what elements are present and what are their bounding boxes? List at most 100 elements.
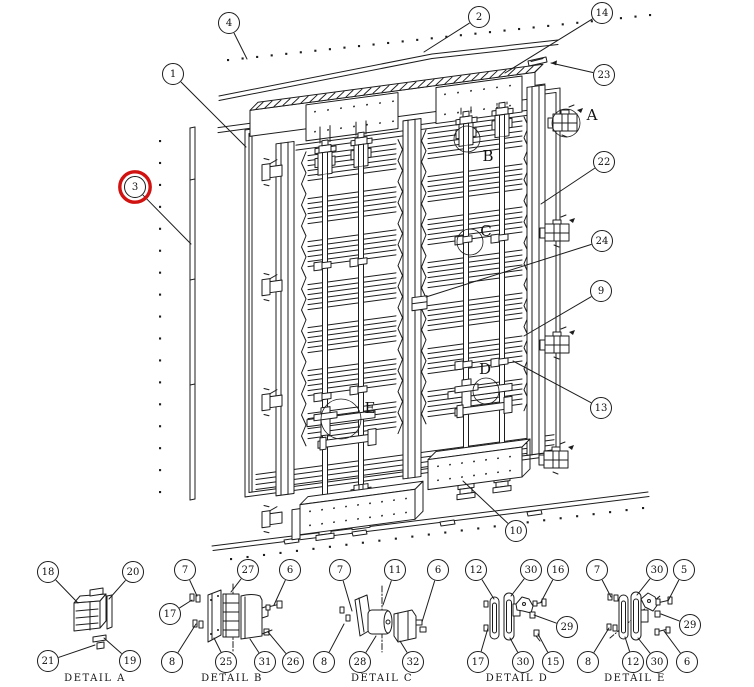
- balloon-circle: [590, 397, 612, 419]
- detail-d-callout-15[interactable]: 15: [537, 633, 564, 673]
- detail-c-callout-32[interactable]: 32: [399, 640, 424, 673]
- detail-d-drawing: [483, 592, 547, 642]
- main-callout-14[interactable]: 14: [504, 2, 613, 74]
- detail-b-label: DETAIL B: [201, 673, 263, 684]
- main-callout-1[interactable]: 1: [162, 63, 247, 148]
- balloon-number: 14: [596, 8, 609, 19]
- detail-a-callout-20[interactable]: 20: [108, 561, 144, 600]
- detail-d-callout-17[interactable]: 17: [467, 627, 489, 673]
- detail-e-callout-30[interactable]: 30: [637, 637, 668, 673]
- detail-b-callout-26[interactable]: 26: [267, 631, 304, 673]
- top-fastener-dot-row: [227, 14, 652, 62]
- cam-handle-assemblies: [306, 378, 513, 451]
- balloon-number: 1: [170, 69, 176, 80]
- balloon-circle: [218, 12, 240, 34]
- main-callout-4[interactable]: 4: [218, 12, 248, 60]
- balloon-number: 9: [598, 286, 604, 297]
- balloon-circle: [254, 651, 276, 673]
- detail-e-callout-6[interactable]: 6: [663, 630, 698, 673]
- balloon-circle: [590, 280, 612, 302]
- detail-b-callout-8[interactable]: 8: [161, 623, 197, 673]
- side-hinge: [539, 214, 575, 248]
- balloon-circle: [505, 520, 527, 542]
- balloon-number: 31: [259, 657, 272, 668]
- main-callout-13[interactable]: 13: [512, 360, 612, 419]
- corrugation-right-door: [421, 116, 529, 425]
- section-letter-D: D: [479, 360, 491, 378]
- balloon-circle: [673, 559, 695, 581]
- detail-d-callout-30[interactable]: 30: [510, 559, 542, 597]
- balloon-number: 8: [169, 657, 175, 668]
- balloon-circle: [512, 651, 534, 673]
- main-callout-2[interactable]: 2: [423, 6, 490, 53]
- door-assembly: [217, 63, 561, 542]
- detail-e-callout-7[interactable]: 7: [586, 559, 612, 598]
- detail-b-drawing: [189, 583, 283, 653]
- balloon-circle: [577, 651, 599, 673]
- balloon-circle: [313, 651, 335, 673]
- detail-e-callout-12[interactable]: 12: [622, 636, 644, 673]
- balloon-circle: [542, 651, 564, 673]
- section-circle-A: [551, 108, 581, 138]
- balloon-number: 3: [132, 182, 138, 193]
- main-callout-23[interactable]: 23: [550, 60, 615, 86]
- balloon-circle: [162, 63, 184, 85]
- balloon-circle: [427, 559, 449, 581]
- balloon-number: 6: [287, 565, 293, 576]
- balloon-number: 6: [684, 657, 690, 668]
- balloon-number: 29: [561, 622, 574, 633]
- main-callout-3[interactable]: 3: [118, 170, 192, 245]
- balloon-circle: [465, 559, 487, 581]
- highlight-ring: [118, 170, 152, 204]
- detail-e-callout-29[interactable]: 29: [660, 613, 701, 636]
- left-fastener-dot-column: [159, 140, 162, 494]
- detail-e-callout-8[interactable]: 8: [577, 627, 610, 673]
- detail-c-callout-11[interactable]: 11: [382, 559, 406, 606]
- detail-c-label: DETAIL C: [351, 673, 413, 684]
- detail-c-callout-6[interactable]: 6: [421, 559, 449, 623]
- balloon-number: 23: [598, 70, 611, 81]
- detail-d-callout-16[interactable]: 16: [540, 559, 569, 603]
- balloon-number: 13: [595, 403, 608, 414]
- balloon-number: 20: [127, 567, 140, 578]
- detail-b-callout-6[interactable]: 6: [273, 559, 301, 606]
- balloon-circle: [586, 559, 608, 581]
- detail-a-callout-19[interactable]: 19: [103, 637, 141, 672]
- detail-e-callout-5[interactable]: 5: [667, 559, 695, 602]
- balloon-circle: [593, 64, 615, 86]
- detail-d-callout-12[interactable]: 12: [465, 559, 495, 600]
- balloon-number: 7: [337, 565, 343, 576]
- detail-c-callout-28[interactable]: 28: [349, 635, 377, 673]
- section-letter-C: C: [480, 222, 491, 240]
- balloon-number: 21: [42, 656, 55, 667]
- balloon-number: 18: [42, 567, 55, 578]
- detail-b-callout-31[interactable]: 31: [249, 638, 276, 673]
- balloon-circle: [468, 6, 490, 28]
- main-callout-9[interactable]: 9: [523, 280, 612, 337]
- detail-b-callout-27[interactable]: 27: [230, 559, 259, 593]
- detail-a-callout-21[interactable]: 21: [37, 644, 96, 672]
- balloon-number: 30: [525, 565, 538, 576]
- main-callout-10[interactable]: 10: [462, 480, 527, 542]
- detail-c-callout-8[interactable]: 8: [313, 623, 345, 673]
- detail-d-callout-29[interactable]: 29: [533, 614, 578, 638]
- detail-d-callout-30[interactable]: 30: [509, 637, 534, 673]
- detail-e-callout-30[interactable]: 30: [636, 559, 668, 596]
- detail-c-callout-7[interactable]: 7: [329, 559, 353, 612]
- balloon-number: 16: [552, 565, 565, 576]
- detail-b-callout-7[interactable]: 7: [174, 559, 198, 597]
- balloon-number: 17: [164, 609, 177, 620]
- main-callout-24[interactable]: 24: [425, 230, 613, 298]
- main-callout-22[interactable]: 22: [540, 151, 615, 205]
- detail-b-callout-25[interactable]: 25: [213, 637, 237, 673]
- balloon-number: 30: [517, 657, 530, 668]
- detail-a-callout-18[interactable]: 18: [37, 561, 79, 604]
- side-hinges: [538, 104, 583, 475]
- detail-c-drawing: [339, 585, 427, 653]
- detail-a-drawing: [73, 587, 113, 650]
- section-circle-B: [453, 125, 481, 153]
- detail-b-callout-17[interactable]: 17: [159, 599, 193, 625]
